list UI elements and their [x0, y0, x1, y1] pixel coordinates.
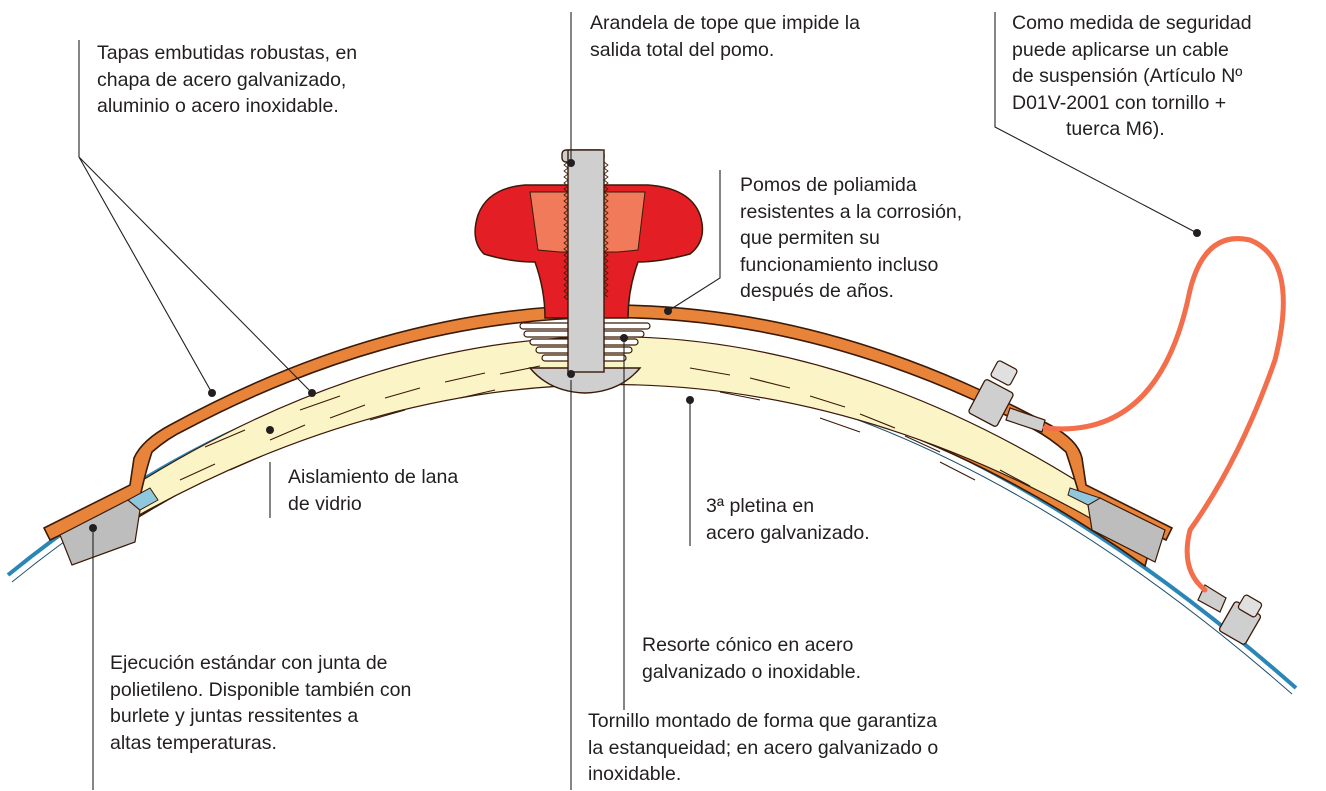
label-aislamiento-line: de vidrio [288, 492, 362, 515]
glass-wool-fibers [179, 365, 1031, 487]
label-pomos-line: funcionamiento incluso [740, 253, 939, 276]
label-pomos-line: después de años. [740, 280, 894, 302]
label-cable-line: puede aplicarse un cable [1012, 38, 1229, 61]
label-tapas: Tapas embutidas robustas, en chapa de ac… [97, 40, 357, 120]
label-tapas-line: chapa de acero galvanizado, [97, 68, 347, 91]
threaded-bolt [561, 149, 609, 373]
label-ejecucion-line: Ejecución estándar con junta de [110, 652, 388, 674]
label-ejecucion: Ejecución estándar con junta de polietil… [110, 650, 411, 756]
label-pomos-line: Pomos de poliamida [740, 174, 917, 196]
label-tornillo-line: la estanqueidad; en acero galvanizado o [588, 736, 939, 759]
label-cable: Como medida de seguridad puede aplicarse… [1012, 10, 1252, 143]
label-aislamiento-line: Aislamiento de lana [288, 466, 459, 488]
label-ejecucion-line: burlete y juntas ressitentes a [110, 705, 359, 727]
label-arandela-line: Arandela de tope que impide la [590, 12, 860, 34]
leader-lines [78, 12, 1198, 790]
leader-dots [89, 159, 1201, 532]
label-pomos: Pomos de poliamida resistentes a la corr… [740, 172, 962, 305]
label-ejecucion-line: altas temperaturas. [110, 731, 277, 754]
label-tornillo-line: Tornillo montado de forma que garantiza [588, 710, 938, 732]
stop-washer-dome [528, 367, 642, 394]
label-pletina-line: 3ª pletina en [706, 495, 815, 517]
label-pletina: 3ª pletina en acero galvanizado. [706, 493, 870, 546]
right-gasket [1067, 487, 1166, 563]
label-arandela: Arandela de tope que impide la salida to… [590, 10, 860, 63]
label-cable-line: tuerca M6). [1066, 118, 1165, 140]
label-ejecucion-line: polietileno. Disponible también con [110, 678, 412, 701]
label-pomos-line: resistentes a la corrosión, [740, 200, 963, 223]
label-pomos-line: que permiten su [740, 227, 880, 249]
cable-attachment-upper [968, 360, 1046, 433]
label-cable-line: Como medida de seguridad [1012, 12, 1252, 34]
label-cable-line: de suspensión (Artículo Nº [1012, 65, 1243, 87]
label-pletina-line: acero galvanizado. [706, 521, 870, 544]
cable-attachment-lower [1197, 584, 1263, 645]
label-tapas-line: Tapas embutidas robustas, en [97, 42, 358, 64]
label-resorte-line: Resorte cónico en acero [642, 634, 854, 656]
label-aislamiento: Aislamiento de lana de vidrio [288, 464, 458, 517]
glass-wool-insulation [129, 336, 1099, 522]
safety-suspension-cable [1042, 236, 1286, 593]
label-resorte: Resorte cónico en acero galvanizado o in… [642, 632, 861, 685]
label-resorte-line: galvanizado o inoxidable. [642, 660, 861, 683]
label-cable-line: D01V-2001 con tornillo + [1012, 91, 1227, 114]
label-tornillo-line: inoxidable. [588, 763, 682, 785]
left-gasket [59, 487, 159, 566]
label-tornillo: Tornillo montado de forma que garantiza … [588, 708, 938, 788]
label-arandela-line: salida total del pomo. [590, 38, 775, 61]
label-tapas-line: aluminio o acero inoxidable. [97, 95, 339, 117]
outer-cover-shell [42, 304, 1174, 542]
